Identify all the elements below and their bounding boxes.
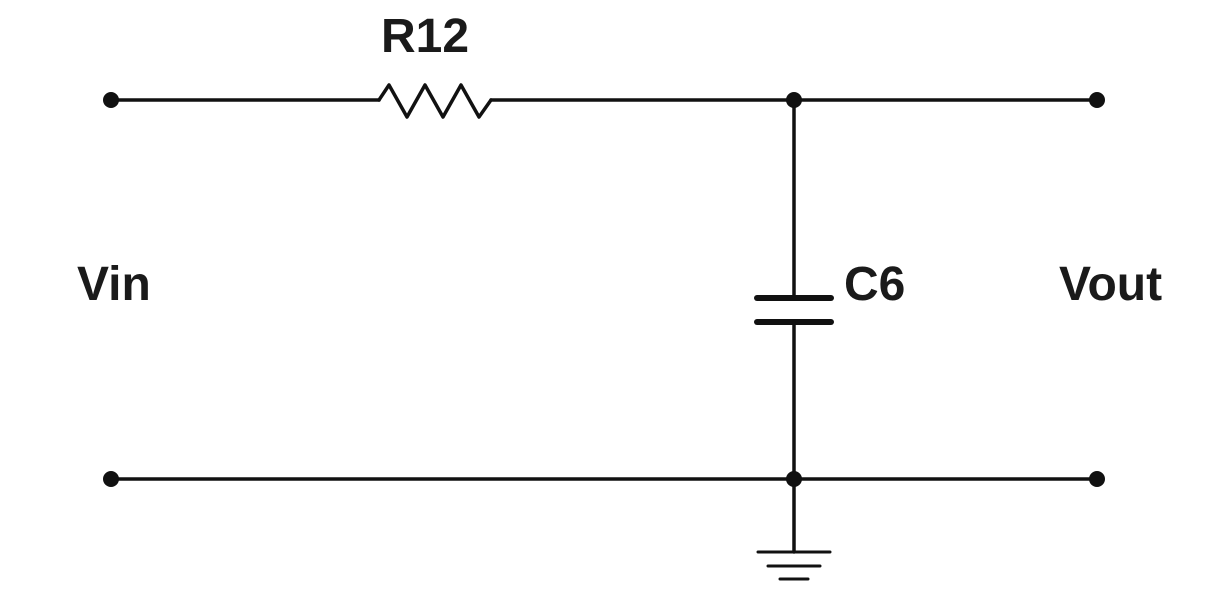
top-junction-dot xyxy=(786,92,802,108)
vout-top-terminal xyxy=(1089,92,1105,108)
capacitor-label: C6 xyxy=(844,258,905,311)
vout-bottom-terminal xyxy=(1089,471,1105,487)
resistor-r12-symbol xyxy=(377,83,493,119)
vin-bottom-terminal xyxy=(103,471,119,487)
vout-label: Vout xyxy=(1059,258,1162,311)
bottom-junction-dot xyxy=(786,471,802,487)
resistor-label: R12 xyxy=(381,10,469,63)
ground-icon xyxy=(756,550,832,581)
vin-label: Vin xyxy=(77,258,151,311)
vin-top-terminal xyxy=(103,92,119,108)
